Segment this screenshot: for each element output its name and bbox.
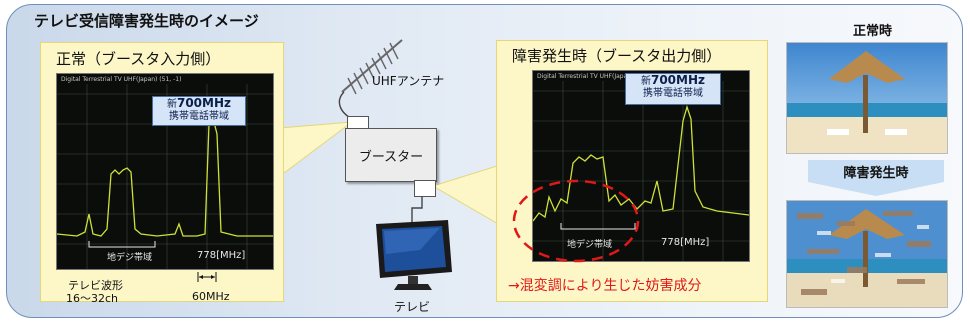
booster-unit: ブースター bbox=[345, 128, 437, 182]
tv-cable bbox=[411, 196, 423, 230]
band-label-box: 新700MHz 携帯電話帯域 bbox=[625, 73, 721, 105]
digital-band-bracket bbox=[560, 223, 636, 230]
band-prefix: 新 bbox=[640, 76, 651, 87]
fault-arrow: 障害発生時 bbox=[808, 160, 944, 182]
tv-label: テレビ bbox=[394, 300, 431, 314]
band-freq: 700MHz bbox=[176, 96, 232, 110]
band-desc: 携帯電話帯域 bbox=[169, 111, 229, 122]
booster-output-port bbox=[414, 180, 436, 197]
scope-header: Digital Terrestrial TV UHF(Japan) (51, -… bbox=[61, 76, 182, 83]
span-arrow bbox=[197, 272, 217, 282]
fault-spectrum-scope: Digital Terrestrial TV UHF(Japan) (51, -… bbox=[532, 70, 750, 262]
channel-range: 16～32ch bbox=[66, 292, 119, 305]
beach-scene-image bbox=[787, 43, 947, 153]
corrupted-beach-scene-image bbox=[787, 201, 947, 307]
tv-icon bbox=[376, 220, 452, 290]
band-label-box: 新700MHz 携帯電話帯域 bbox=[152, 96, 246, 126]
digital-band-label: 地デジ帯域 bbox=[567, 240, 613, 250]
antenna-label: UHFアンテナ bbox=[372, 74, 445, 88]
fault-panel-title: 障害発生時（ブースタ出力側） bbox=[512, 47, 722, 65]
freq-label: 778[MHz] bbox=[197, 250, 246, 261]
normal-picture bbox=[786, 42, 948, 154]
band-prefix: 新 bbox=[166, 99, 177, 110]
span-label: 60MHz bbox=[192, 290, 230, 303]
normal-panel-title: 正常（ブースタ入力側） bbox=[56, 50, 221, 68]
digital-band-bracket bbox=[88, 241, 156, 248]
page-title: テレビ受信障害発生時のイメージ bbox=[34, 12, 259, 30]
band-desc: 携帯電話帯域 bbox=[643, 88, 703, 99]
waveform-caption: テレビ波形 bbox=[68, 279, 123, 292]
fault-label: 障害発生時 bbox=[843, 165, 909, 181]
digital-band-label: 地デジ帯域 bbox=[107, 253, 153, 263]
scope-header: Digital Terrestrial TV UHF(Japan) (51, -… bbox=[537, 73, 658, 80]
uhf-antenna-icon bbox=[338, 39, 403, 121]
fault-picture bbox=[786, 200, 948, 308]
normal-label: 正常時 bbox=[853, 24, 893, 39]
booster-label: ブースター bbox=[358, 149, 424, 165]
interference-ellipse bbox=[512, 179, 640, 263]
band-freq: 700MHz bbox=[650, 73, 706, 87]
down-arrow-icon bbox=[808, 182, 944, 196]
normal-spectrum-scope: Digital Terrestrial TV UHF(Japan) (51, -… bbox=[56, 73, 274, 270]
freq-label: 778[MHz] bbox=[661, 237, 710, 248]
interference-note: →混変調により生じた妨害成分 bbox=[508, 278, 702, 294]
